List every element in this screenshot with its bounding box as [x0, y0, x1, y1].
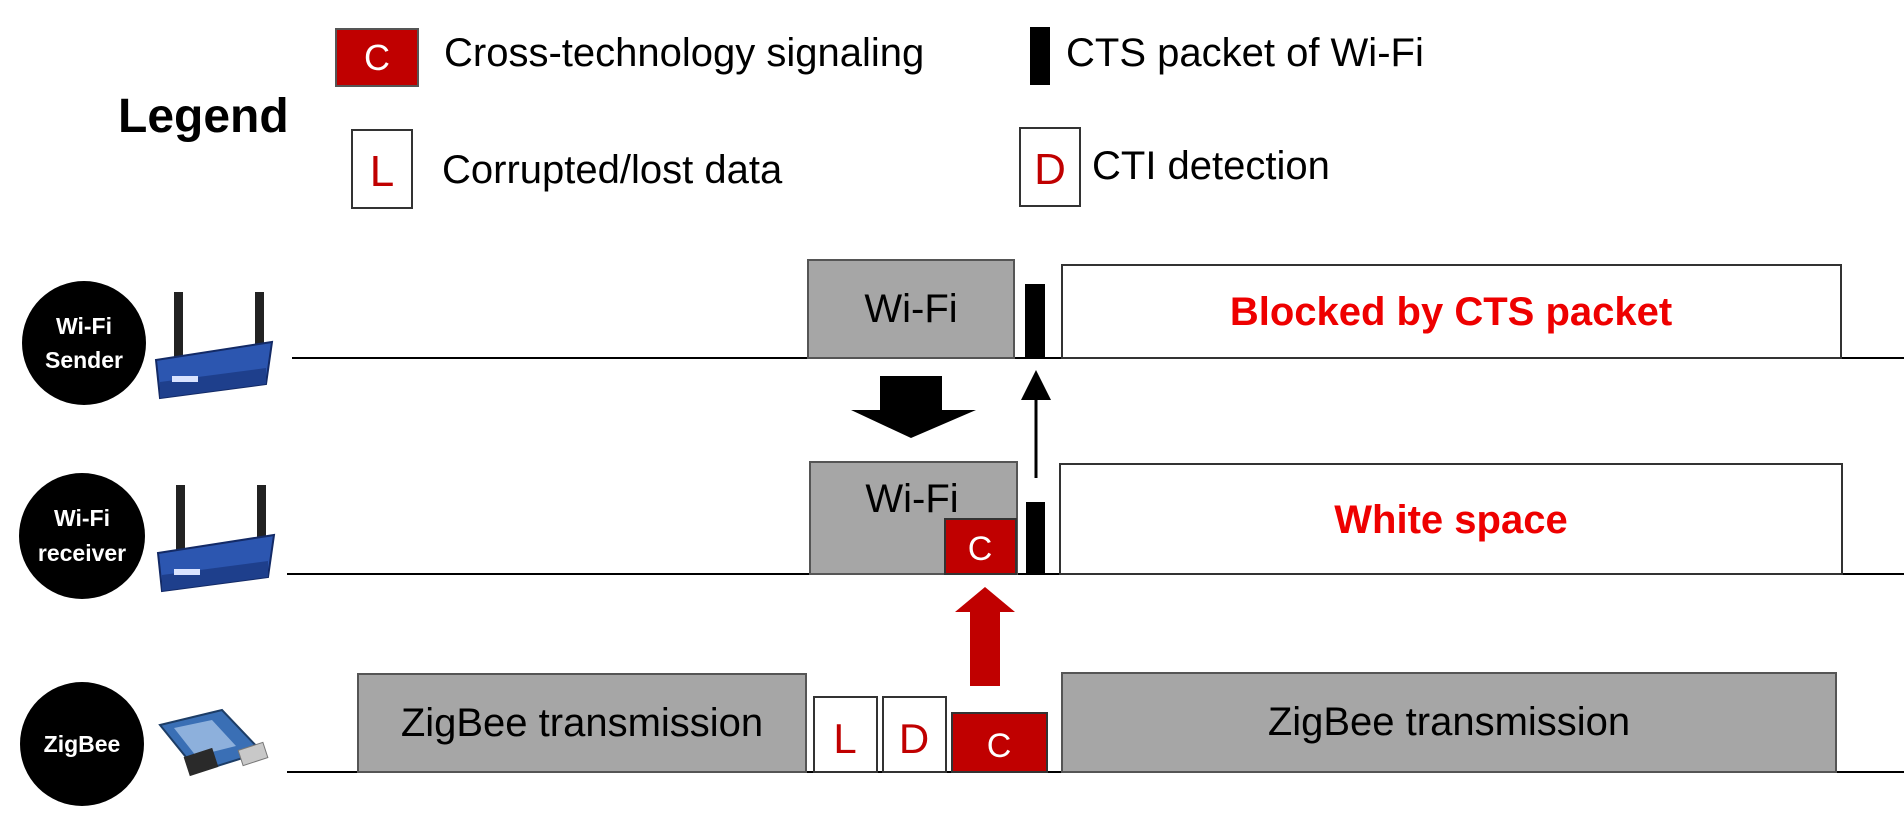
receiver-white-space	[1059, 463, 1843, 575]
zigbee-lost-block	[813, 696, 878, 773]
wifi-receiver-badge	[19, 473, 145, 599]
sender-cts-packet	[1025, 284, 1045, 358]
legend-item-lost: L Corrupted/lost data	[351, 129, 783, 209]
receiver-white-space-text: White space	[1334, 498, 1567, 542]
legend-title: Legend	[118, 90, 289, 143]
zigbee-label: ZigBee	[44, 731, 121, 757]
signaling-arrow-up	[955, 587, 1015, 686]
legend-item-detection: D CTI detection	[1019, 127, 1330, 207]
signaling-legend-label: Cross-technology signaling	[444, 31, 924, 75]
zigbee-signal-block	[951, 712, 1048, 773]
zigbee-signal-letter: C	[987, 727, 1012, 765]
signaling-swatch	[335, 28, 419, 87]
receiver-cts-packet	[1026, 502, 1045, 574]
cts-swatch	[1030, 27, 1050, 85]
sender-wifi-block	[807, 259, 1015, 359]
zigbee-tx-left	[357, 673, 807, 773]
zigbee-detect-letter: D	[899, 715, 929, 762]
receiver-signal-block	[944, 518, 1017, 575]
lost-swatch	[351, 129, 413, 209]
wifi-receiver-node: Wi-Fi receiver	[19, 473, 276, 599]
zigbee-tx-left-label: ZigBee transmission	[401, 701, 763, 745]
zigbee-tx-right	[1061, 672, 1837, 773]
detect-swatch-letter: D	[1034, 145, 1066, 194]
forward-arrow-down	[851, 376, 976, 438]
sender-blocked-region	[1061, 264, 1842, 359]
wifi-router-icon	[154, 292, 274, 400]
wifi-router-icon	[156, 485, 276, 593]
zigbee-detect-block	[882, 696, 947, 773]
sender-wifi-label: Wi-Fi	[864, 287, 957, 331]
detect-swatch	[1019, 127, 1081, 207]
zigbee-badge	[20, 682, 144, 806]
wifi-sender-label-line1: Wi-Fi	[56, 313, 112, 339]
wifi-sender-label-line2: Sender	[45, 347, 123, 373]
receiver-wifi-label: Wi-Fi	[865, 477, 958, 521]
cts-legend-label: CTS packet of Wi-Fi	[1066, 31, 1424, 75]
zigbee-tx-right-label: ZigBee transmission	[1268, 700, 1630, 744]
wifi-receiver-label-line2: receiver	[38, 540, 126, 566]
wifi-sender-node: Wi-Fi Sender	[22, 281, 274, 405]
legend-item-cts: CTS packet of Wi-Fi	[1030, 27, 1424, 85]
sender-blocked-text: Blocked by CTS packet	[1230, 290, 1672, 334]
zigbee-lost-letter: L	[833, 715, 856, 762]
wifi-sender-badge	[22, 281, 146, 405]
legend-item-signaling: C Cross-technology signaling	[335, 28, 924, 87]
zigbee-node: ZigBee	[20, 682, 269, 806]
detect-legend-label: CTI detection	[1092, 144, 1330, 188]
zigbee-mote-icon	[158, 708, 269, 777]
lost-legend-label: Corrupted/lost data	[442, 148, 783, 192]
receiver-signal-letter: C	[968, 530, 993, 568]
wifi-receiver-label-line1: Wi-Fi	[54, 505, 110, 531]
signaling-swatch-letter: C	[364, 37, 390, 78]
lost-swatch-letter: L	[370, 147, 394, 196]
